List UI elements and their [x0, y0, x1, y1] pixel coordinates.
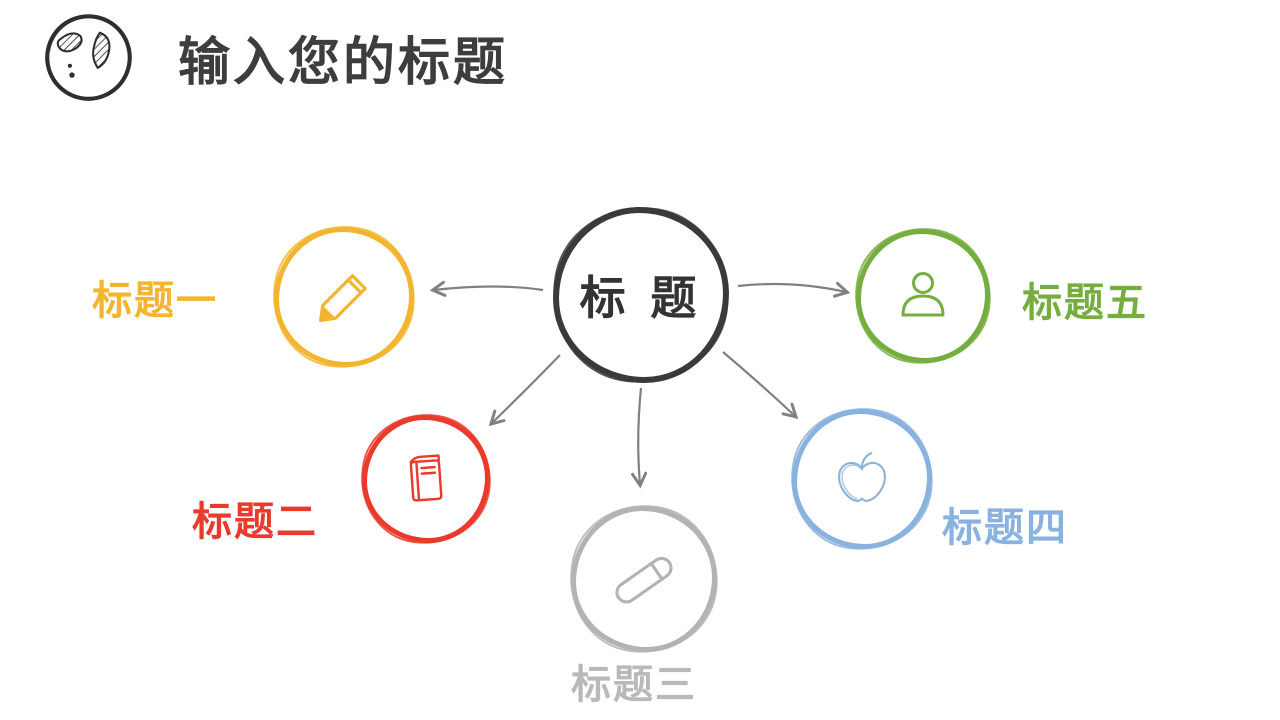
eraser-icon [615, 556, 673, 604]
node-label-four[interactable]: 标题四 [942, 506, 1068, 550]
book-icon [409, 454, 443, 502]
globe-icon [40, 8, 138, 106]
pencil-icon [319, 274, 367, 322]
node-label-three[interactable]: 标题三 [571, 663, 697, 707]
center-node[interactable]: 标 题 [553, 207, 729, 383]
slide-title[interactable]: 输入您的标题 [178, 34, 509, 92]
node-label-five[interactable]: 标题五 [1022, 281, 1148, 325]
node-circle-four[interactable] [792, 409, 932, 549]
person-icon [901, 272, 945, 317]
node-circle-one[interactable] [274, 227, 414, 367]
apple-icon [838, 452, 886, 502]
node-label-one[interactable]: 标题一 [92, 279, 218, 323]
node-circle-five[interactable] [856, 229, 990, 363]
center-node-label: 标 题 [579, 272, 703, 324]
node-circle-three[interactable] [571, 506, 717, 652]
node-circle-two[interactable] [362, 415, 490, 543]
node-label-two[interactable]: 标题二 [192, 500, 318, 544]
